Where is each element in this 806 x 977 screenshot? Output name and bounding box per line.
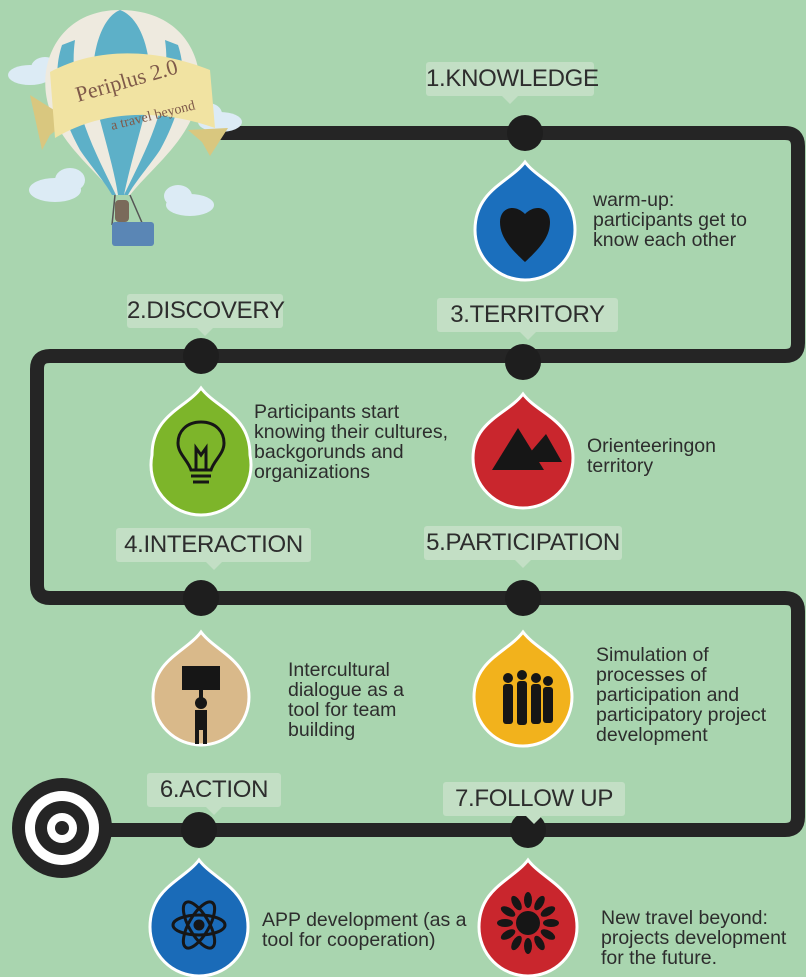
- mountains-icon: [492, 428, 562, 470]
- stage-label-1: 1.KNOWLEDGE: [426, 62, 599, 104]
- protester-sign-icon: [182, 666, 220, 744]
- drop-icon-6: [148, 857, 250, 977]
- node-2: [183, 338, 219, 374]
- sun-ray: [543, 919, 559, 927]
- node-3: [505, 344, 541, 380]
- route-path: [30, 126, 805, 837]
- stage-label-6: 6.ACTION: [147, 773, 281, 815]
- drop-icon-3: [471, 391, 575, 510]
- drop-icon-5: [472, 629, 574, 748]
- sun-ray: [540, 906, 556, 917]
- sun-ray: [534, 935, 545, 951]
- people-group-icon: [503, 670, 553, 725]
- sun-ray: [497, 919, 513, 927]
- node-1: [507, 115, 543, 151]
- node-4: [183, 580, 219, 616]
- drop-icon-1: [473, 159, 577, 282]
- node-6: [181, 812, 217, 848]
- sun-ray: [524, 938, 532, 954]
- drop-icon-2: [149, 385, 253, 517]
- sun-ray: [500, 906, 516, 917]
- sun-ray: [511, 895, 522, 911]
- drop-icon-7: [477, 857, 579, 977]
- drop-icon-4: [151, 629, 251, 747]
- sun-ray: [540, 929, 556, 940]
- stage-label-3: 3.TERRITORY: [437, 298, 618, 340]
- sun-icon: [497, 892, 559, 954]
- title-banner: [30, 53, 228, 156]
- sun-ray: [524, 892, 532, 908]
- stage-label-7: 7.FOLLOW UP: [443, 782, 625, 824]
- atom-icon: [171, 900, 227, 950]
- sun-ray: [511, 935, 522, 951]
- heart-icon: [500, 208, 550, 262]
- sun-ray: [500, 929, 516, 940]
- target-icon: [12, 778, 112, 878]
- node-5: [505, 580, 541, 616]
- stage-label-2: 2.DISCOVERY: [127, 294, 285, 336]
- stage-label-4: 4.INTERACTION: [116, 528, 311, 570]
- sun-ray: [534, 895, 545, 911]
- lightbulb-icon: [176, 420, 226, 484]
- stage-label-5: 5.PARTICIPATION: [424, 526, 622, 568]
